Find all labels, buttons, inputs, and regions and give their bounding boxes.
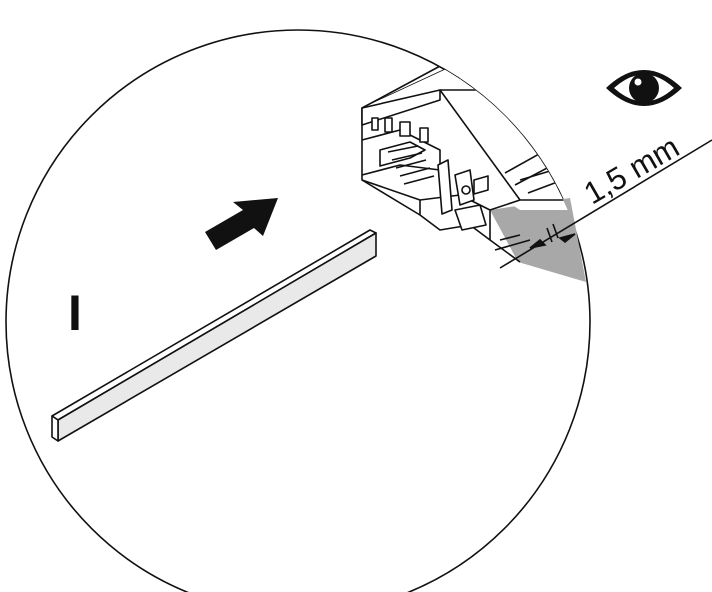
insert-strip [51,229,377,442]
step-label: I [68,285,82,341]
arrow-icon [205,198,278,250]
highlight-band [490,198,586,282]
dimension-label: 1,5 mm [578,129,685,211]
eye-icon [606,70,682,106]
dimension-line [499,139,712,269]
